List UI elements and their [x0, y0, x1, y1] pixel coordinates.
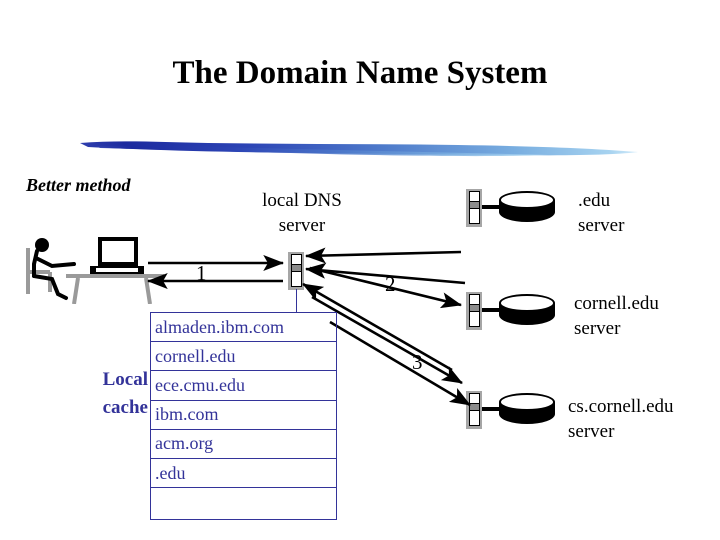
disk-stem	[482, 308, 500, 312]
arrow-step3-request-alt	[329, 320, 471, 407]
edu-label-line2: server	[578, 215, 625, 237]
tower-drive-slot-upper	[469, 393, 480, 404]
cornell-label-line2: server	[574, 318, 621, 340]
local-dns-server-icon	[288, 252, 304, 290]
cs-cornell-server-disk-icon	[482, 393, 555, 429]
page-title: The Domain Name System	[172, 55, 548, 91]
edu-server-label: .edu server	[578, 188, 624, 238]
cache-row: acm.org	[151, 430, 336, 459]
tower-drive-band	[469, 305, 480, 311]
step-number-3: 3	[412, 350, 423, 374]
edu-server-tower-icon	[466, 189, 482, 227]
tower-drive-slot-upper	[469, 294, 480, 305]
local-cache-title-line2: cache	[102, 396, 148, 418]
cornell-server-tower-icon	[466, 292, 482, 330]
edu-label-line1: .edu	[578, 190, 611, 211]
disk-top	[499, 191, 555, 209]
local-dns-label-line1: local DNS	[262, 190, 342, 211]
cs-cornell-label-line2: server	[568, 421, 615, 443]
tower-drive-slot-lower	[469, 410, 480, 426]
disk-top	[499, 393, 555, 411]
cornell-server-label: cornell.edu server	[574, 291, 659, 341]
cache-row: ece.cmu.edu	[151, 371, 336, 401]
local-cache-title-line1: Local	[102, 369, 148, 390]
tower-drive-slot-lower	[469, 208, 480, 224]
cache-row-empty	[151, 488, 336, 517]
cache-row: cornell.edu	[151, 342, 336, 372]
cache-row: .edu	[151, 459, 336, 489]
cs-cornell-label-line1: cs.cornell.edu	[568, 396, 674, 417]
cache-row: almaden.ibm.com	[151, 313, 336, 343]
step-number-1: 1	[196, 261, 207, 285]
cache-connector-line	[296, 289, 297, 313]
disk-stem	[482, 205, 500, 209]
cornell-label-line1: cornell.edu	[574, 293, 659, 314]
tower-drive-band	[469, 202, 480, 208]
arrow-step2-response	[304, 247, 462, 264]
local-dns-server-label: local DNS server	[232, 188, 372, 238]
cs-cornell-server-tower-icon	[466, 391, 482, 429]
cs-cornell-server-label: cs.cornell.edu server	[568, 394, 674, 444]
tower-drive-band	[469, 404, 480, 410]
cache-row: ibm.com	[151, 401, 336, 430]
client-workstation-icon	[26, 237, 164, 304]
better-method-heading: Better method	[26, 175, 131, 195]
tower-drive-slot-lower	[469, 311, 480, 327]
cornell-server-disk-icon	[482, 294, 555, 330]
disk-stem	[482, 407, 500, 411]
local-cache-title: Local cache	[82, 366, 148, 421]
tower-drive-slot-lower	[291, 271, 302, 287]
brush-stroke-divider	[80, 141, 638, 157]
disk-top	[499, 294, 555, 312]
tower-drive-band	[291, 265, 302, 271]
tower-drive-slot-upper	[291, 254, 302, 265]
edu-server-disk-icon	[482, 191, 555, 227]
tower-drive-slot-upper	[469, 191, 480, 202]
local-cache-table: almaden.ibm.com cornell.edu ece.cmu.edu …	[150, 312, 337, 520]
step-number-2: 2	[385, 272, 396, 296]
local-dns-label-line2: server	[278, 215, 326, 237]
